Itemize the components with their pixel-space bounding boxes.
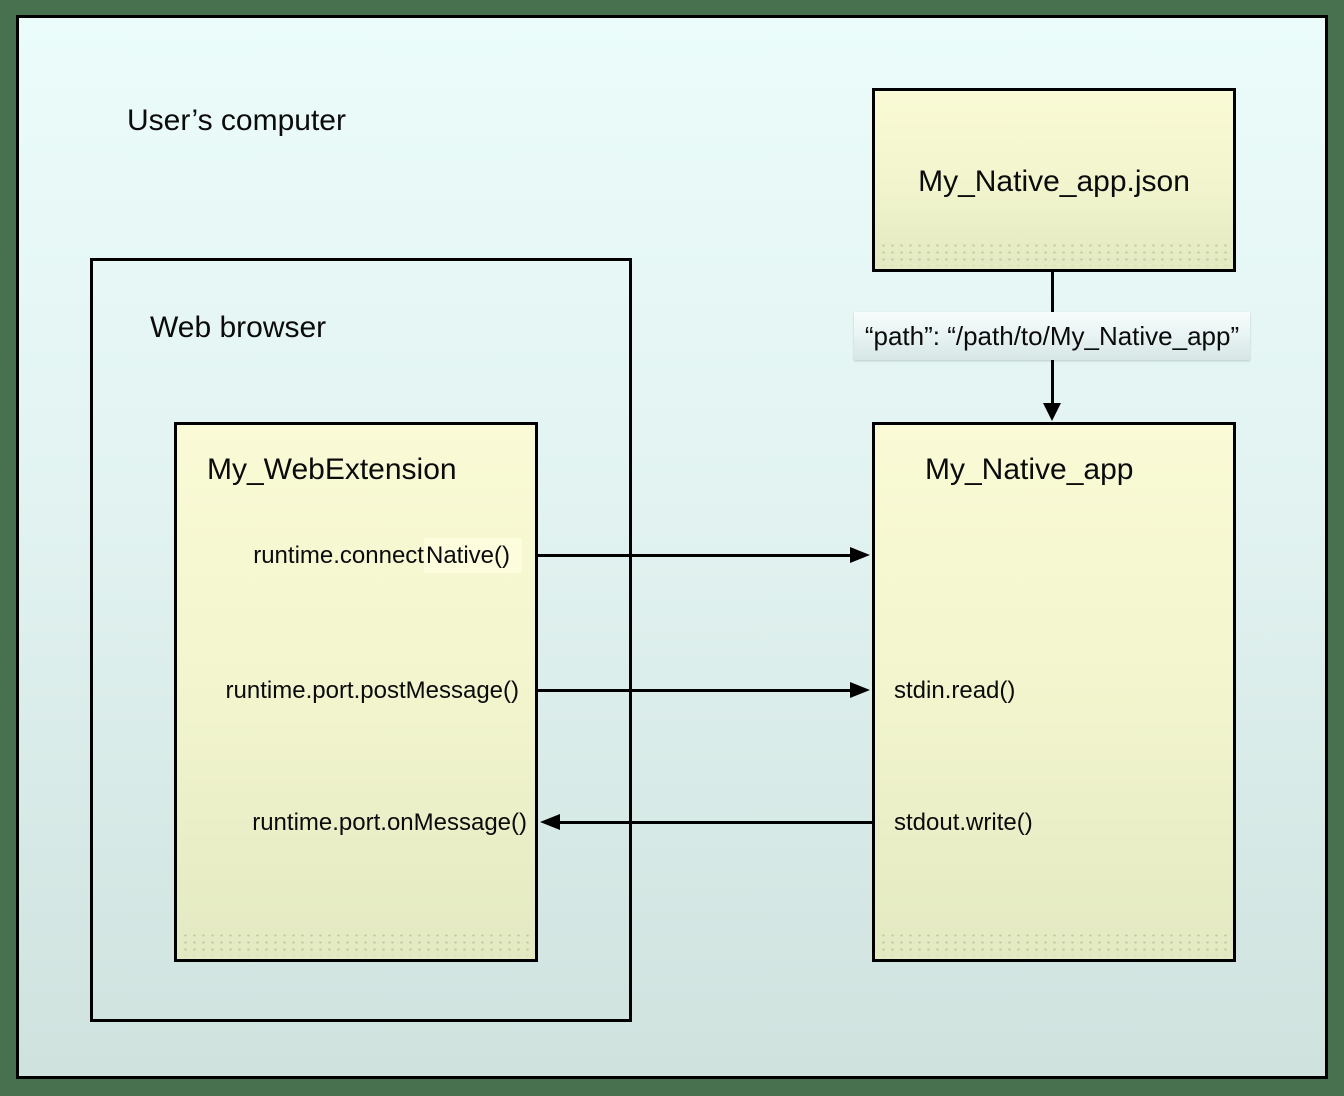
web-extension-box: My_WebExtension runtime.connectNative() …	[174, 422, 538, 962]
connect-native-text: runtime.connect	[253, 542, 424, 569]
json-to-path-connector-line	[1051, 272, 1054, 312]
post-message-arrow	[538, 682, 870, 698]
web-browser-box: Web browser	[90, 258, 632, 1022]
web-extension-title: My_WebExtension	[207, 453, 457, 486]
on-message-label: runtime.port.onMessage()	[252, 809, 527, 836]
path-to-native-connector-line	[1051, 360, 1054, 404]
users-computer-label: User’s computer	[127, 104, 346, 137]
connect-native-arrow	[538, 547, 870, 563]
native-app-json-title: My_Native_app.json	[918, 165, 1190, 198]
connect-native-label: runtime.connectNative()	[177, 538, 535, 573]
native-app-title: My_Native_app	[925, 453, 1134, 486]
arrow-down-icon	[1043, 403, 1061, 421]
stdout-to-onmessage-arrow	[540, 814, 872, 830]
native-app-json-box: My_Native_app.json	[872, 88, 1236, 272]
path-connector-label: “path”: “/path/to/My_Native_app”	[854, 312, 1250, 360]
stdin-read-label: stdin.read()	[894, 677, 1016, 704]
stdout-write-label: stdout.write()	[894, 809, 1033, 836]
web-browser-label: Web browser	[150, 311, 327, 344]
connect-native-highlight: Native()	[423, 538, 522, 573]
post-message-label: runtime.port.postMessage()	[225, 677, 519, 704]
native-app-box: My_Native_app stdin.read() stdout.write(…	[872, 422, 1236, 962]
